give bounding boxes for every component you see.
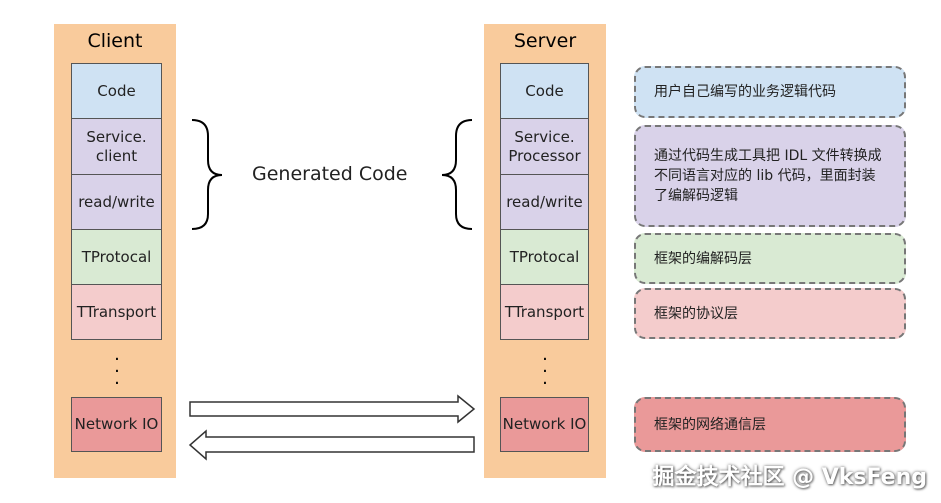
- note-network-layer: 框架的网络通信层: [634, 397, 906, 452]
- request-arrow: [189, 394, 476, 424]
- server-transport-layer: TTransport: [500, 284, 589, 340]
- right-brace: [441, 119, 473, 230]
- client-readwrite-layer: read/write: [71, 174, 162, 230]
- client-service-layer: Service. client: [71, 118, 162, 175]
- note-business-code: 用户自己编写的业务逻辑代码: [634, 66, 906, 118]
- server-ellipsis: ···: [542, 349, 548, 394]
- server-title: Server: [513, 30, 577, 52]
- client-transport-layer: TTransport: [71, 284, 162, 340]
- server-network-layer: Network IO: [500, 397, 589, 452]
- watermark: 掘金技术社区 @ VksFeng: [652, 465, 927, 490]
- generated-code-label: Generated Code: [252, 163, 408, 185]
- server-service-layer: Service. Processor: [500, 118, 589, 175]
- note-codec-layer: 框架的编解码层: [634, 233, 906, 284]
- client-network-layer: Network IO: [71, 397, 162, 452]
- client-code-layer: Code: [71, 63, 162, 119]
- left-brace: [191, 119, 223, 230]
- server-readwrite-layer: read/write: [500, 174, 589, 230]
- note-generated-lib: 通过代码生成工具把 IDL 文件转换成不同语言对应的 lib 代码，里面封装了编…: [634, 125, 906, 227]
- note-protocol-layer: 框架的协议层: [634, 288, 906, 339]
- client-ellipsis: ···: [114, 349, 120, 394]
- server-code-layer: Code: [500, 63, 589, 119]
- client-protocol-layer: TProtocal: [71, 229, 162, 285]
- client-title: Client: [87, 30, 143, 52]
- response-arrow: [188, 429, 475, 461]
- server-protocol-layer: TProtocal: [500, 229, 589, 285]
